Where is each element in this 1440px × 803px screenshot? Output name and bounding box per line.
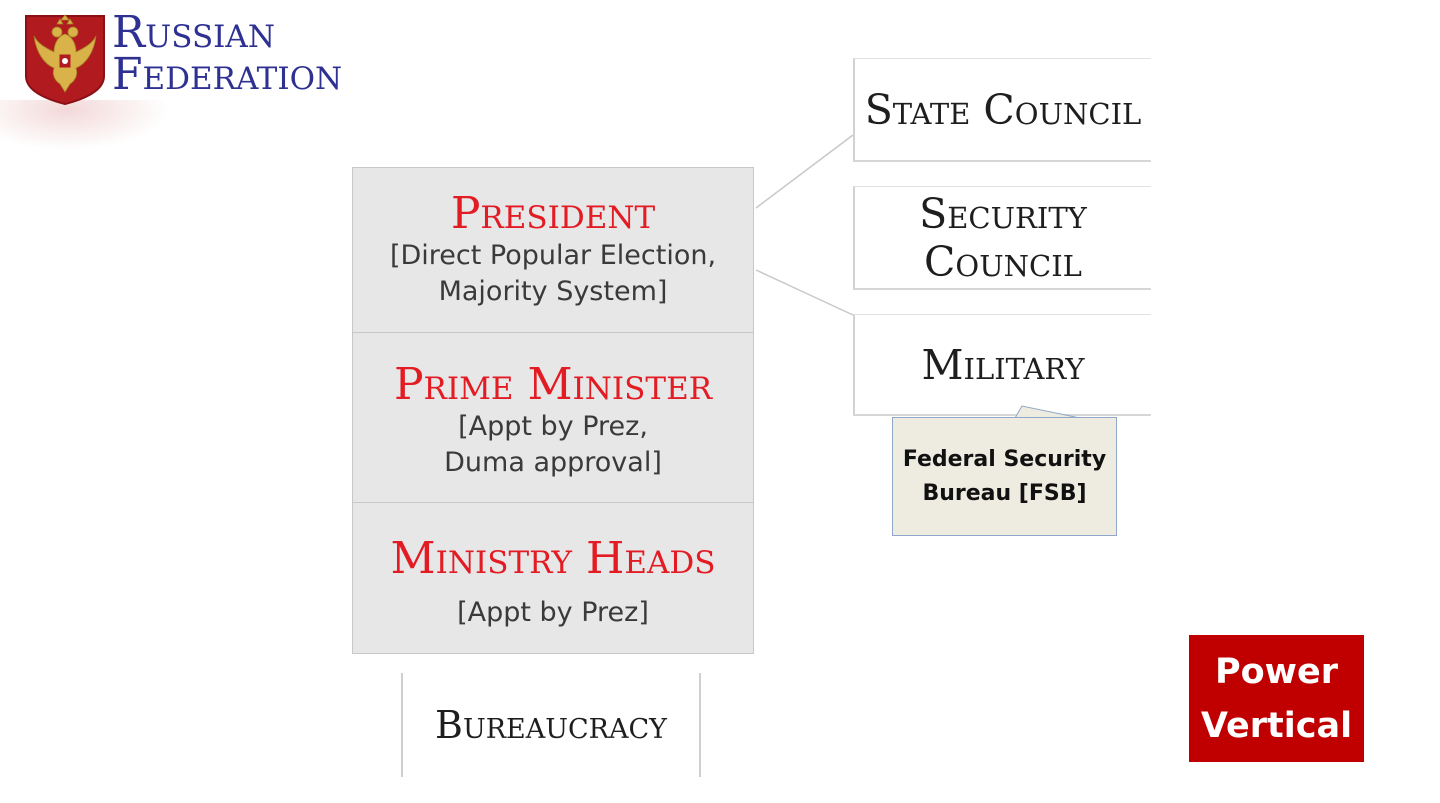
state-council-label: State Council [864, 85, 1142, 134]
ministry-heads-title: Ministry Heads [390, 533, 716, 584]
military-box: Military [853, 314, 1151, 416]
prime-minister-title: Prime Minister [393, 359, 713, 410]
power-vertical-line-1: Power [1214, 651, 1339, 692]
ministry-heads-box: Ministry Heads [Appt by Prez] [352, 502, 754, 654]
ministry-heads-detail: [Appt by Prez] [457, 597, 649, 628]
prime-minister-detail-2: Duma approval] [444, 447, 662, 478]
fsb-callout-line-1: Federal Security [902, 446, 1107, 472]
military-label: Military [921, 340, 1085, 389]
state-council-box: State Council [853, 58, 1151, 162]
security-council-box: Security Council [853, 186, 1151, 290]
power-vertical-badge: Power Vertical [1189, 635, 1364, 762]
fsb-callout: Federal Security Bureau [FSB] [892, 417, 1117, 536]
president-title: President [450, 188, 656, 239]
logo-wordmark: Russian Federation [112, 7, 343, 100]
prime-minister-detail-1: [Appt by Prez, [458, 411, 648, 442]
connector-president-state-council [755, 134, 854, 209]
fsb-callout-line-2: Bureau [FSB] [922, 480, 1087, 506]
president-detail-2: Majority System] [438, 276, 668, 307]
logo-glow [0, 100, 170, 150]
security-council-line-1: Security [919, 189, 1087, 238]
logo-line-1: Russian [112, 7, 275, 58]
bureaucracy-label: Bureaucracy [435, 703, 667, 747]
power-vertical-line-2: Vertical [1200, 705, 1353, 746]
connector-president-military [755, 269, 854, 316]
security-council-label: Security Council [919, 190, 1087, 286]
president-detail-1: [Direct Popular Election, [389, 240, 717, 271]
prime-minister-box: Prime Minister [Appt by Prez, Duma appro… [352, 332, 754, 503]
security-council-line-2: Council [924, 237, 1082, 286]
logo-line-2: Federation [112, 49, 343, 100]
coat-of-arms-icon [25, 14, 105, 106]
president-box: President [Direct Popular Election, Majo… [352, 167, 754, 333]
bureaucracy-box: Bureaucracy [401, 673, 701, 777]
